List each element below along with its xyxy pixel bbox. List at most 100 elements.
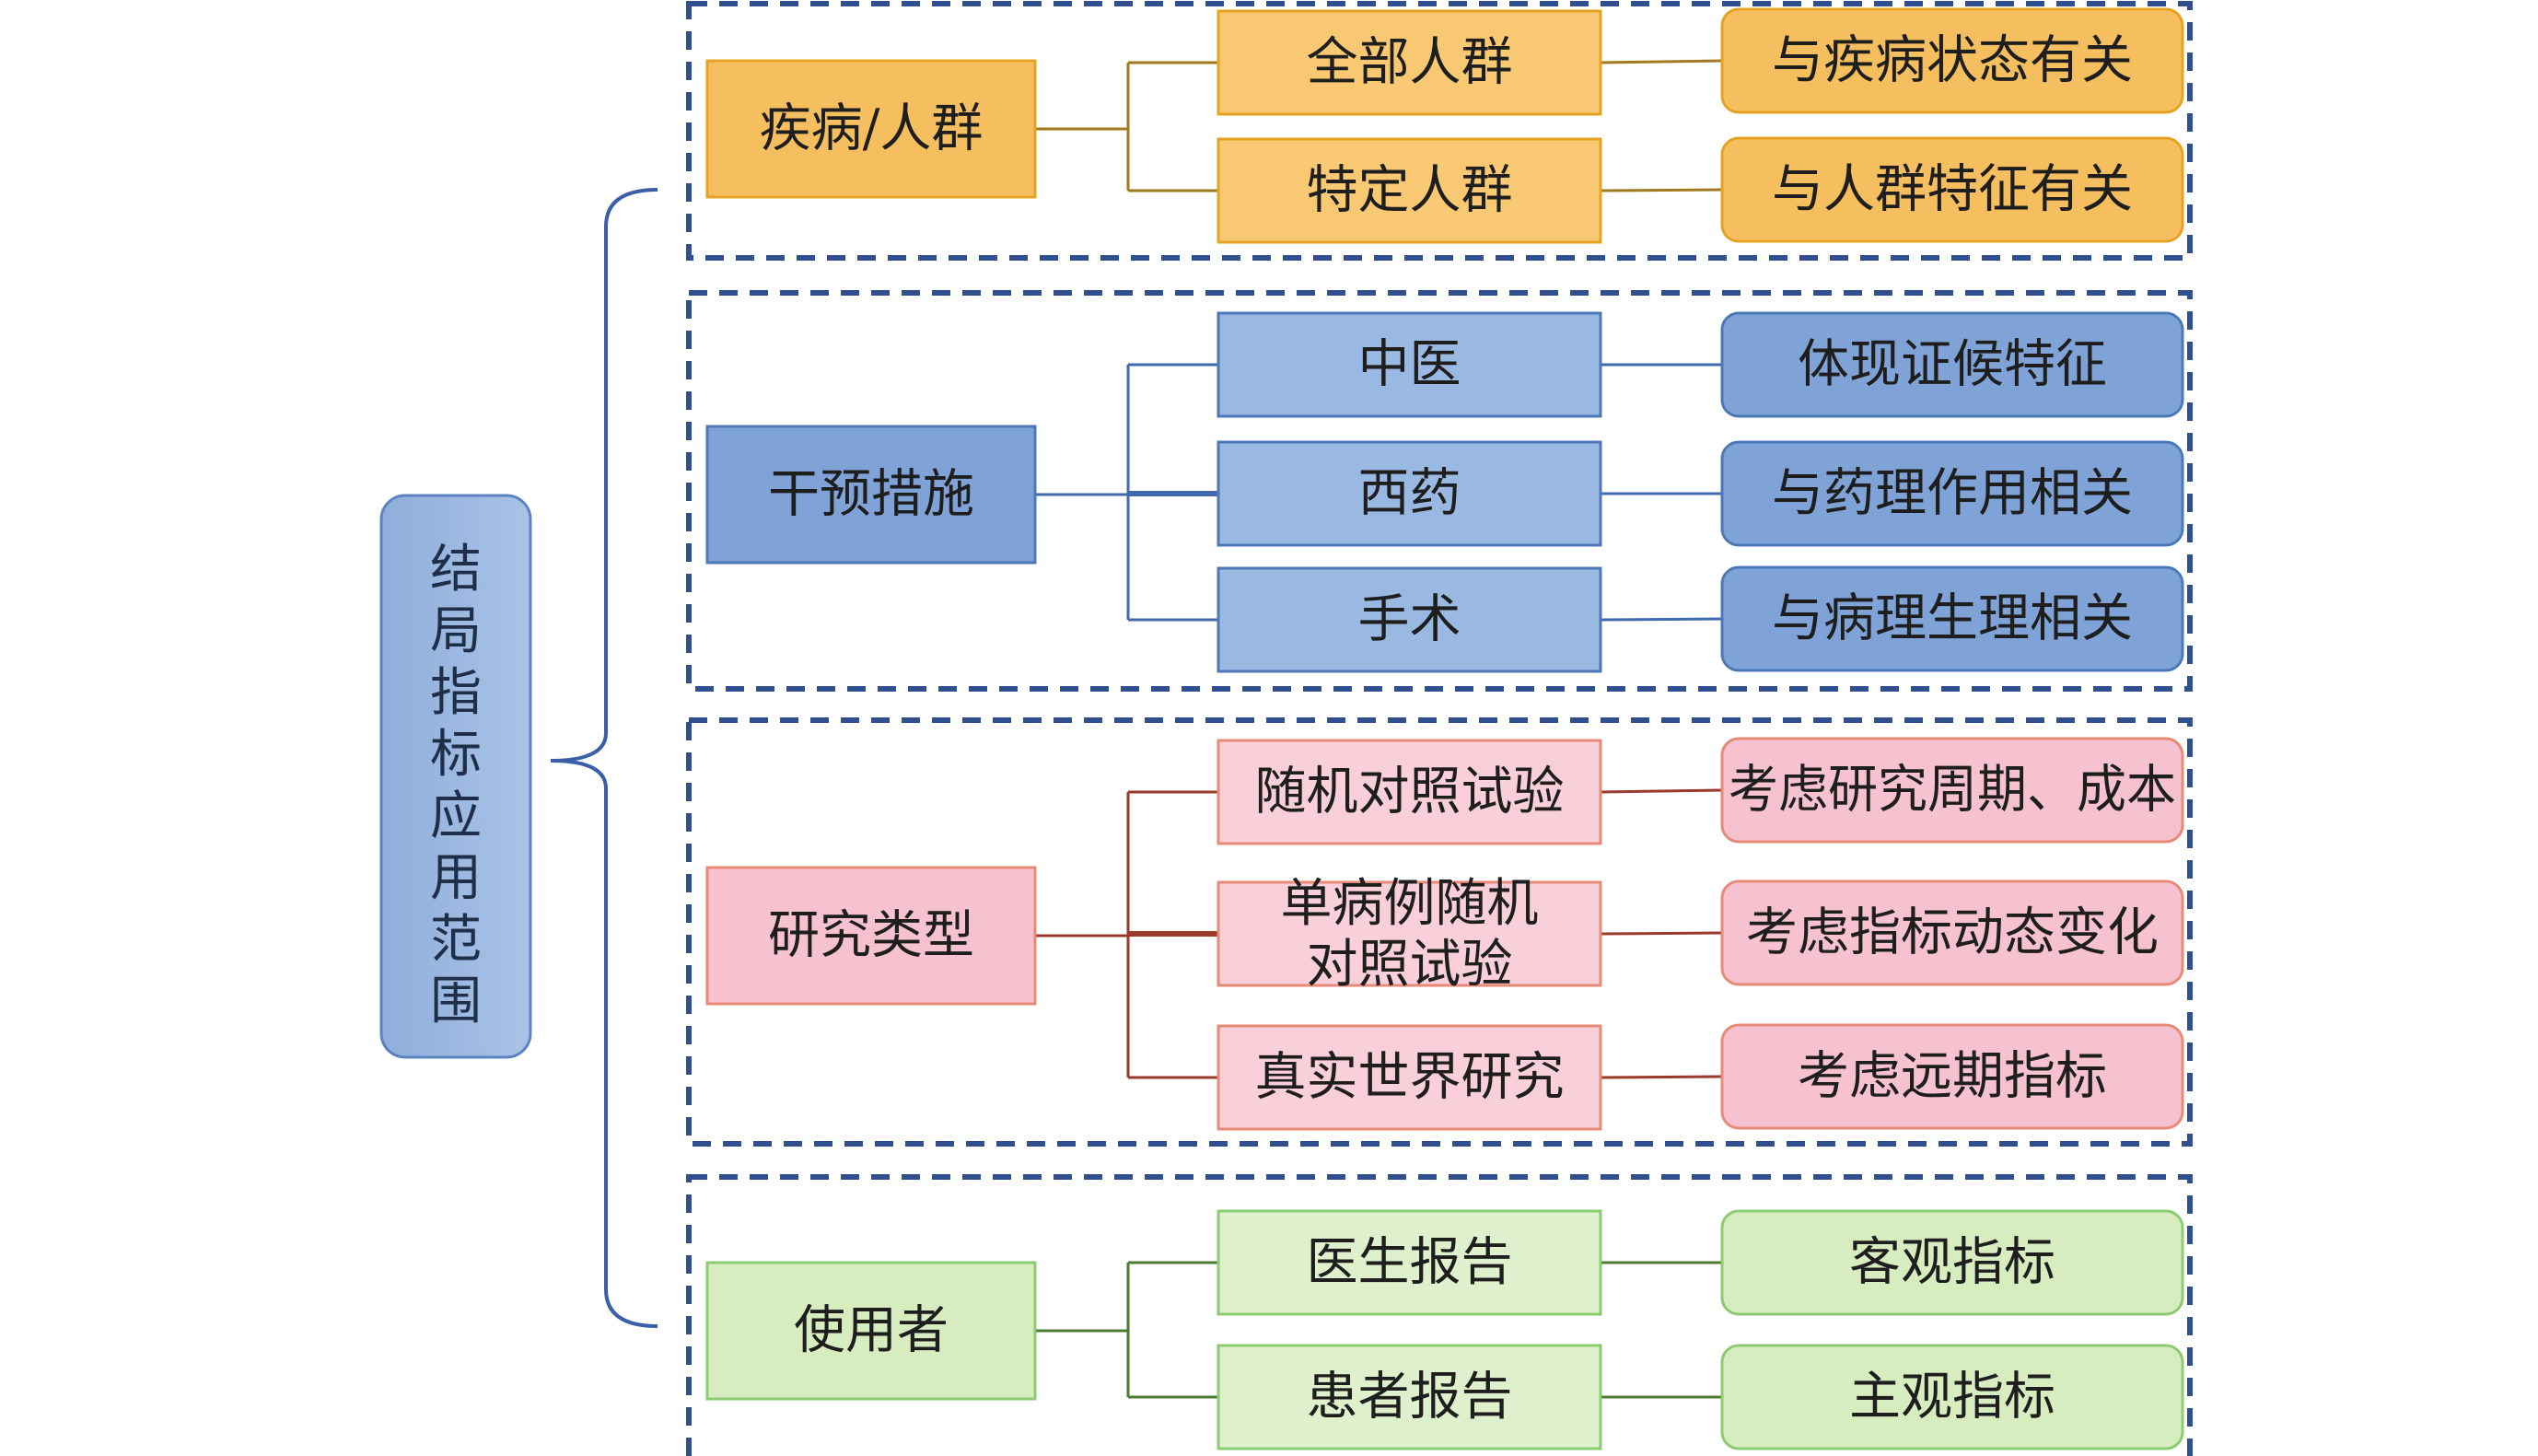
subtype-label-study: 随机对照试验 (1255, 763, 1565, 822)
subtype-label-study: 真实世界研究 (1255, 1048, 1565, 1108)
note-box-user (1720, 1344, 2184, 1450)
subtype-label-study-line: 对照试验 (1307, 935, 1513, 995)
group-frame-user (686, 1174, 2193, 1456)
note-box-user-group: 客观指标 (1720, 1209, 2184, 1316)
note-label-study: 考虑远期指标 (1798, 1047, 2107, 1107)
note-box-intervention-group: 体现证候特征 (1720, 311, 2184, 418)
subtype-box-intervention-group: 西药 (1217, 440, 1602, 547)
root-label-char: 标 (430, 725, 482, 785)
note-box-user (1720, 1209, 2184, 1316)
note-box-study-group: 考虑指标动态变化 (1720, 879, 2184, 986)
category-label-user: 使用者 (794, 1301, 949, 1361)
subtype-box-disease (1217, 9, 1602, 116)
subtype-label-disease: 特定人群 (1307, 161, 1513, 221)
note-box-study (1720, 879, 2184, 986)
connector-note-study (1600, 931, 1723, 936)
root-label-char: 范 (430, 910, 482, 970)
root-label-char: 指 (430, 663, 482, 723)
note-box-disease (1720, 7, 2184, 114)
subtype-box-user (1217, 1344, 1602, 1450)
subtype-box-intervention (1217, 566, 1602, 673)
subtype-box-intervention-group: 手术 (1217, 566, 1602, 673)
group-frame-study (686, 717, 2193, 1147)
root-label-char: 用 (430, 848, 482, 908)
note-box-study-group: 考虑远期指标 (1720, 1023, 2184, 1130)
subtype-box-intervention-group: 中医 (1217, 311, 1602, 418)
note-box-intervention (1720, 440, 2184, 547)
subtype-box-user (1217, 1209, 1602, 1316)
note-box-study (1720, 1023, 2184, 1130)
connector-note-disease (1600, 59, 1723, 64)
root-label: 结局指标应用范围 (430, 540, 482, 1031)
note-box-disease (1720, 136, 2184, 243)
root-box (379, 494, 532, 1059)
note-box-intervention-group: 与病理生理相关 (1720, 565, 2184, 672)
connector-note-study (1600, 788, 1723, 794)
connector-note-disease (1600, 188, 1723, 192)
subtype-box-study (1217, 880, 1602, 987)
note-label-disease: 与疾病状态有关 (1772, 31, 2133, 91)
subtype-box-study-group: 真实世界研究 (1217, 1024, 1602, 1131)
category-box-study (705, 866, 1037, 1006)
root-label-char: 结 (430, 540, 482, 600)
subtype-box-disease (1217, 137, 1602, 244)
note-label-disease: 与人群特征有关 (1772, 160, 2133, 220)
note-box-user-group: 主观指标 (1720, 1344, 2184, 1450)
subtype-box-user-group: 医生报告 (1217, 1209, 1602, 1316)
category-label-disease: 疾病/人群 (760, 99, 984, 159)
category-label-intervention: 干预措施 (768, 465, 974, 525)
subtype-label-disease: 全部人群 (1307, 33, 1513, 93)
subtype-box-study (1217, 739, 1602, 845)
category-box-intervention-group: 干预措施 (705, 425, 1037, 565)
note-label-study: 考虑指标动态变化 (1746, 903, 2159, 963)
category-box-disease (705, 59, 1037, 199)
category-label-study: 研究类型 (768, 906, 974, 966)
note-box-intervention (1720, 565, 2184, 672)
note-label-study: 考虑研究周期、成本 (1729, 761, 2176, 821)
group-frames-layer (686, 1, 2193, 1456)
note-box-intervention-group: 与药理作用相关 (1720, 440, 2184, 547)
root-label-char: 应 (430, 786, 482, 846)
category-box-intervention (705, 425, 1037, 565)
note-label-user: 主观指标 (1849, 1368, 2055, 1427)
note-box-study (1720, 737, 2184, 844)
category-box-user-group: 使用者 (705, 1261, 1037, 1401)
group-frame-intervention (686, 290, 2193, 692)
category-box-study-group: 研究类型 (705, 866, 1037, 1006)
note-box-intervention (1720, 311, 2184, 418)
subtype-label-study: 单病例随机对照试验 (1281, 874, 1539, 995)
subtype-box-user-group: 患者报告 (1217, 1344, 1602, 1450)
connectors-layer (1035, 59, 1723, 1399)
subtype-box-disease-group: 特定人群 (1217, 137, 1602, 244)
note-box-study-group: 考虑研究周期、成本 (1720, 737, 2184, 844)
note-label-user: 客观指标 (1849, 1233, 2055, 1293)
category-box-disease-group: 疾病/人群 (705, 59, 1037, 199)
subtype-label-user: 患者报告 (1307, 1368, 1513, 1427)
subtype-label-user: 医生报告 (1307, 1233, 1513, 1293)
subtype-box-study (1217, 1024, 1602, 1131)
note-label-intervention: 与病理生理相关 (1772, 589, 2133, 649)
subtype-box-study-group: 随机对照试验 (1217, 739, 1602, 845)
group-frame-disease (686, 1, 2193, 261)
root-label-char: 围 (430, 972, 482, 1031)
connector-note-intervention (1600, 617, 1723, 622)
note-box-disease-group: 与疾病状态有关 (1720, 7, 2184, 114)
subtype-label-study-line: 单病例随机 (1281, 874, 1539, 934)
subtype-box-intervention (1217, 440, 1602, 547)
subtype-label-intervention: 西药 (1358, 464, 1461, 524)
category-box-user (705, 1261, 1037, 1401)
subtype-box-intervention (1217, 311, 1602, 418)
note-label-intervention: 体现证候特征 (1798, 335, 2107, 395)
subtype-label-intervention: 中医 (1358, 335, 1461, 395)
subtype-box-disease-group: 全部人群 (1217, 9, 1602, 116)
curly-brace (550, 188, 658, 1328)
subtype-box-study-group: 单病例随机对照试验 (1217, 874, 1602, 995)
note-box-disease-group: 与人群特征有关 (1720, 136, 2184, 243)
root-label-char: 局 (430, 601, 482, 661)
subtype-label-intervention: 手术 (1358, 590, 1461, 650)
note-label-intervention: 与药理作用相关 (1772, 464, 2133, 524)
brace-layer (550, 188, 658, 1328)
root-layer: 结局指标应用范围 (379, 494, 532, 1059)
